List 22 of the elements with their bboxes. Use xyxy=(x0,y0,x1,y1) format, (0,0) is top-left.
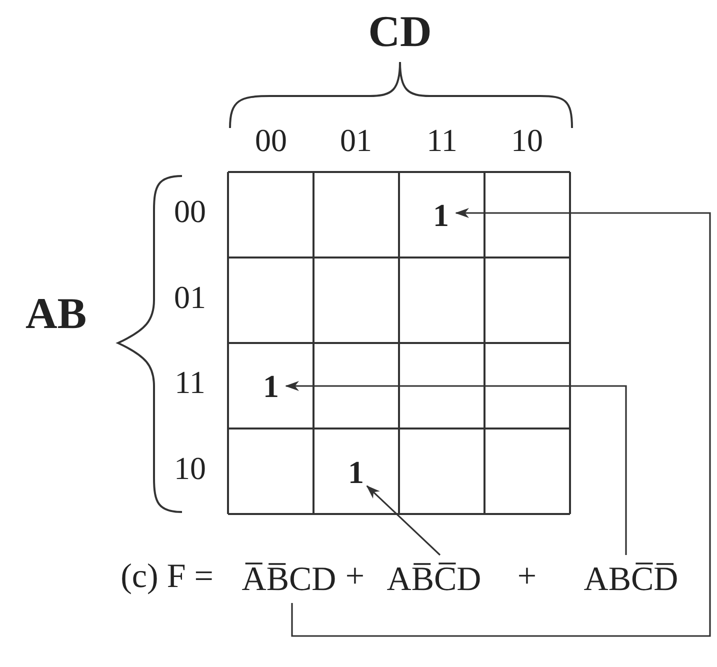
product-term: A̅B̅CD xyxy=(242,563,336,597)
minterm-value: 1 xyxy=(348,456,364,488)
column-header: 01 xyxy=(340,122,372,158)
product-term: AB̅C̅D xyxy=(386,563,482,597)
row-variables: AB xyxy=(25,289,87,338)
row-header: 00 xyxy=(174,193,206,229)
minterm-value: 1 xyxy=(433,199,449,231)
minterm-value: 1 xyxy=(263,370,279,402)
column-variables: CD xyxy=(368,7,432,56)
row-header: 01 xyxy=(174,279,206,315)
plus-sign: + xyxy=(345,558,365,595)
column-header: 11 xyxy=(426,122,458,158)
plus-sign: + xyxy=(517,558,537,595)
column-header: 00 xyxy=(255,122,287,158)
arrow xyxy=(291,208,711,637)
equation-text: (c) F = xyxy=(120,558,214,595)
product-term: ABC̅D̅ xyxy=(584,563,678,597)
arrow xyxy=(366,485,441,556)
arrow xyxy=(285,381,627,555)
row-header: 11 xyxy=(174,364,206,400)
column-header: 10 xyxy=(511,122,543,158)
row-header: 10 xyxy=(174,450,206,486)
